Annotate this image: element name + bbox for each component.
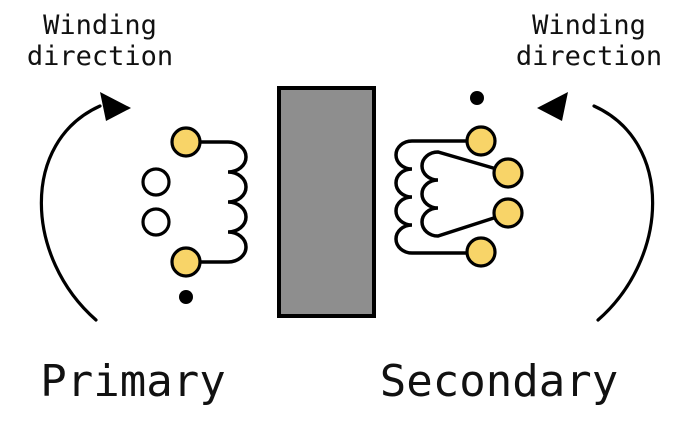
arrow-head-right-icon (537, 92, 568, 121)
primary-coil-path (194, 140, 248, 264)
secondary-label: Secondary (380, 356, 618, 407)
primary-winding (141, 126, 248, 304)
winding-direction-label-right: Winding direction (516, 10, 662, 72)
primary-turn-bottom (170, 246, 202, 278)
primary-label: Primary (40, 356, 225, 407)
winding-direction-left-line2: direction (27, 41, 173, 72)
secondary-winding (394, 91, 524, 268)
arrow-head-left-icon (100, 92, 131, 121)
secondary-turn-1 (465, 125, 497, 157)
winding-direction-label-left: Winding direction (27, 10, 173, 72)
winding-direction-right-line2: direction (516, 41, 662, 72)
winding-direction-arrow-left (39, 92, 131, 322)
secondary-turn-2 (492, 157, 524, 189)
primary-turn-back-1 (141, 167, 171, 197)
arrow-curve-right (592, 104, 655, 322)
transformer-core (277, 86, 376, 318)
primary-turn-top (170, 126, 202, 158)
winding-direction-arrow-right (537, 92, 655, 322)
secondary-turn-3 (492, 197, 524, 229)
secondary-polarity-dot (470, 91, 484, 105)
winding-direction-left-line1: Winding (43, 10, 157, 41)
secondary-turn-4 (465, 236, 497, 268)
primary-polarity-dot (179, 290, 193, 304)
winding-direction-right-line1: Winding (532, 10, 646, 41)
primary-turn-back-2 (141, 207, 171, 237)
secondary-coil-outer-path (394, 139, 476, 255)
secondary-coil-inner-path (420, 150, 502, 238)
arrow-curve-left (39, 104, 102, 322)
